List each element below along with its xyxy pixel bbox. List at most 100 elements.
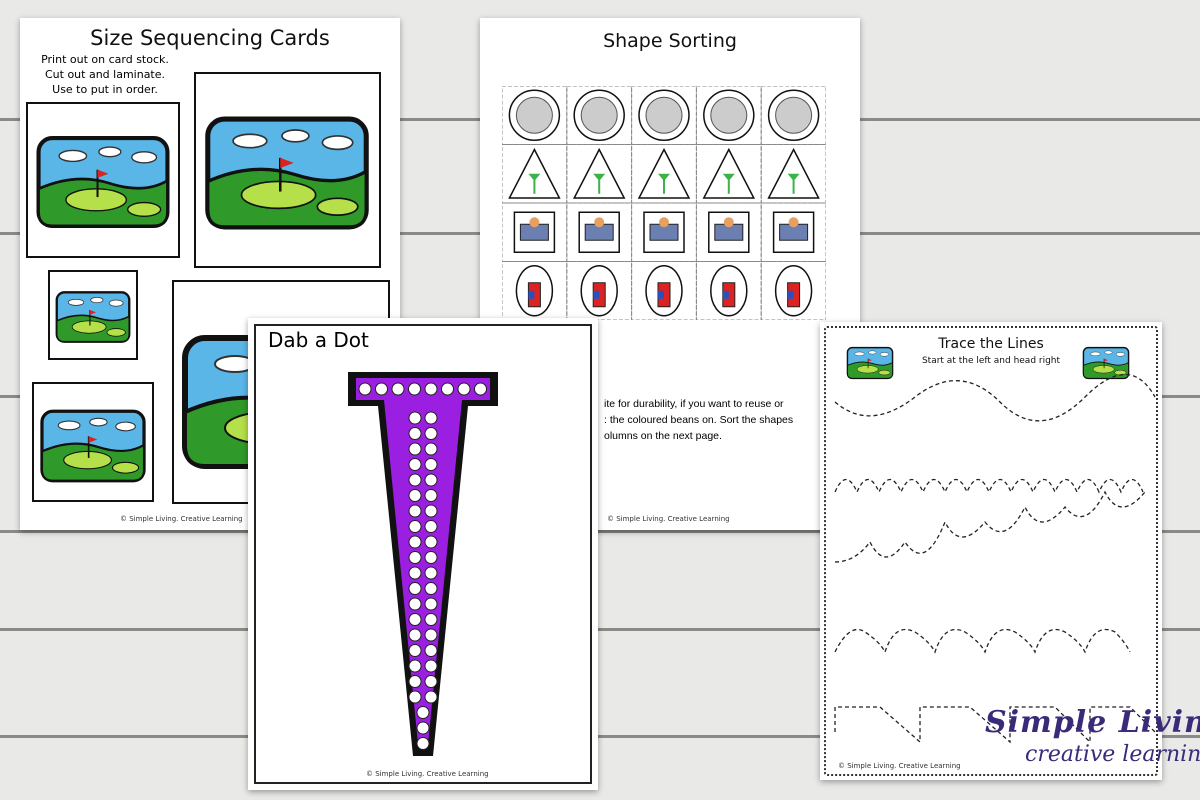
dab-dot[interactable] xyxy=(424,690,438,704)
instruction-line: Use to put in order. xyxy=(52,83,158,96)
page-title: Size Sequencing Cards xyxy=(90,26,330,50)
dab-dot[interactable] xyxy=(408,535,422,549)
cut-cell xyxy=(760,202,826,262)
dab-dot[interactable] xyxy=(408,504,422,518)
instruction-line: Print out on card stock. xyxy=(41,53,169,66)
dab-dot[interactable] xyxy=(408,382,421,396)
size-sequencing-sheet: Size Sequencing Cards Print out on card … xyxy=(20,18,400,530)
dab-dot[interactable] xyxy=(408,473,422,487)
dab-dot[interactable] xyxy=(424,473,438,487)
dab-dot[interactable] xyxy=(424,427,438,440)
dab-dot[interactable] xyxy=(424,675,438,688)
golf-bag-oval-card xyxy=(710,265,748,317)
instruction-line: : the coloured beans on. Sort the shapes xyxy=(604,414,794,426)
dab-dot[interactable] xyxy=(424,520,438,533)
dab-dot[interactable] xyxy=(408,675,422,688)
logo-line1: Simple Living xyxy=(985,705,1200,740)
dab-dot[interactable] xyxy=(424,535,438,549)
dab-dot[interactable] xyxy=(441,382,454,396)
page-title: Trace the Lines xyxy=(938,336,1044,352)
dab-dot[interactable] xyxy=(408,628,422,642)
dab-dot[interactable] xyxy=(424,382,438,396)
dab-dot[interactable] xyxy=(408,613,422,626)
instruction-line: ite for durability, if you want to reuse… xyxy=(604,398,784,410)
golf-cart-square-card xyxy=(513,211,556,253)
dab-dot[interactable] xyxy=(424,659,438,673)
tee-triangle-card xyxy=(572,147,626,199)
dab-dot[interactable] xyxy=(391,382,405,396)
footer-copyright: © Simple Living. Creative Learning xyxy=(120,515,243,523)
trace-curves xyxy=(834,490,1146,563)
golf-bag-oval-card xyxy=(774,265,813,317)
dab-dot[interactable] xyxy=(408,427,422,440)
cut-cell xyxy=(566,86,633,145)
instruction-line: Cut out and laminate. xyxy=(44,68,166,81)
dab-dot[interactable] xyxy=(424,489,438,502)
cut-cell xyxy=(566,261,633,320)
dab-dot[interactable] xyxy=(424,504,438,518)
golf-bag-oval-card xyxy=(515,265,554,317)
dab-dot[interactable] xyxy=(408,659,422,673)
dab-dot[interactable] xyxy=(416,737,430,750)
cut-cell xyxy=(760,144,826,204)
cut-cell xyxy=(502,202,568,262)
dab-dot[interactable] xyxy=(408,458,422,471)
cut-cell xyxy=(502,261,568,320)
dab-dot[interactable] xyxy=(408,442,422,456)
instruction-line: olumns on the next page. xyxy=(604,430,722,442)
dab-a-dot-sheet: Dab a Dot © Simple Living. Creative Lear… xyxy=(248,318,598,790)
golf-cart-square-card xyxy=(578,211,620,253)
cut-cell xyxy=(566,202,633,262)
dab-dot[interactable] xyxy=(358,382,372,396)
dab-dot[interactable] xyxy=(408,551,422,564)
dab-dot[interactable] xyxy=(408,520,422,533)
golf-bag-oval-card xyxy=(580,265,618,317)
plank-line xyxy=(0,530,1200,533)
dab-dot[interactable] xyxy=(424,411,438,425)
cut-cell xyxy=(760,86,826,145)
dab-dot[interactable] xyxy=(408,644,422,657)
golf-cart-square-card xyxy=(772,211,815,253)
dab-dot[interactable] xyxy=(416,706,430,719)
golf-ball-circle-card xyxy=(573,89,625,141)
cut-cell xyxy=(631,86,697,145)
trace-lines-sheet: Trace the Lines Start at the left and he… xyxy=(820,322,1162,780)
dab-dot[interactable] xyxy=(424,442,438,456)
dab-dot[interactable] xyxy=(424,644,438,657)
plank-line xyxy=(0,735,1200,738)
dab-dot[interactable] xyxy=(408,582,422,595)
golf-ball-circle-card xyxy=(508,89,561,141)
dab-dot[interactable] xyxy=(424,597,438,611)
cut-cell xyxy=(760,261,826,320)
dab-dot[interactable] xyxy=(474,382,487,396)
tee-fill xyxy=(356,378,490,744)
tee-triangle-card xyxy=(637,147,691,199)
dab-dot[interactable] xyxy=(424,613,438,626)
dab-dot[interactable] xyxy=(457,382,471,396)
dab-dot[interactable] xyxy=(424,628,438,642)
dab-dot[interactable] xyxy=(408,566,422,580)
footer-copyright: © Simple Living. Creative Learning xyxy=(607,515,730,523)
dab-dot[interactable] xyxy=(424,458,438,471)
size-card-medium-small xyxy=(32,382,154,502)
cut-cell xyxy=(695,144,762,204)
page-title: Shape Sorting xyxy=(603,30,737,52)
dab-dot[interactable] xyxy=(408,597,422,611)
dab-dot[interactable] xyxy=(408,489,422,502)
cut-cell xyxy=(631,202,697,262)
dab-dot[interactable] xyxy=(424,551,438,564)
dab-dot[interactable] xyxy=(424,582,438,595)
cut-cell xyxy=(695,202,762,262)
trace-steps xyxy=(834,706,1156,744)
size-card-small xyxy=(48,270,138,360)
page-title: Dab a Dot xyxy=(268,328,369,352)
plank-line xyxy=(0,628,1200,631)
logo-line2: creative learning xyxy=(1025,742,1200,767)
dab-dot[interactable] xyxy=(408,411,422,425)
trace-loops xyxy=(834,628,1131,654)
dab-dot[interactable] xyxy=(416,721,430,735)
dab-dot[interactable] xyxy=(408,690,422,704)
dab-dot[interactable] xyxy=(375,382,388,396)
page-subtitle: Start at the left and head right xyxy=(921,356,1061,366)
dab-dot[interactable] xyxy=(424,566,438,580)
